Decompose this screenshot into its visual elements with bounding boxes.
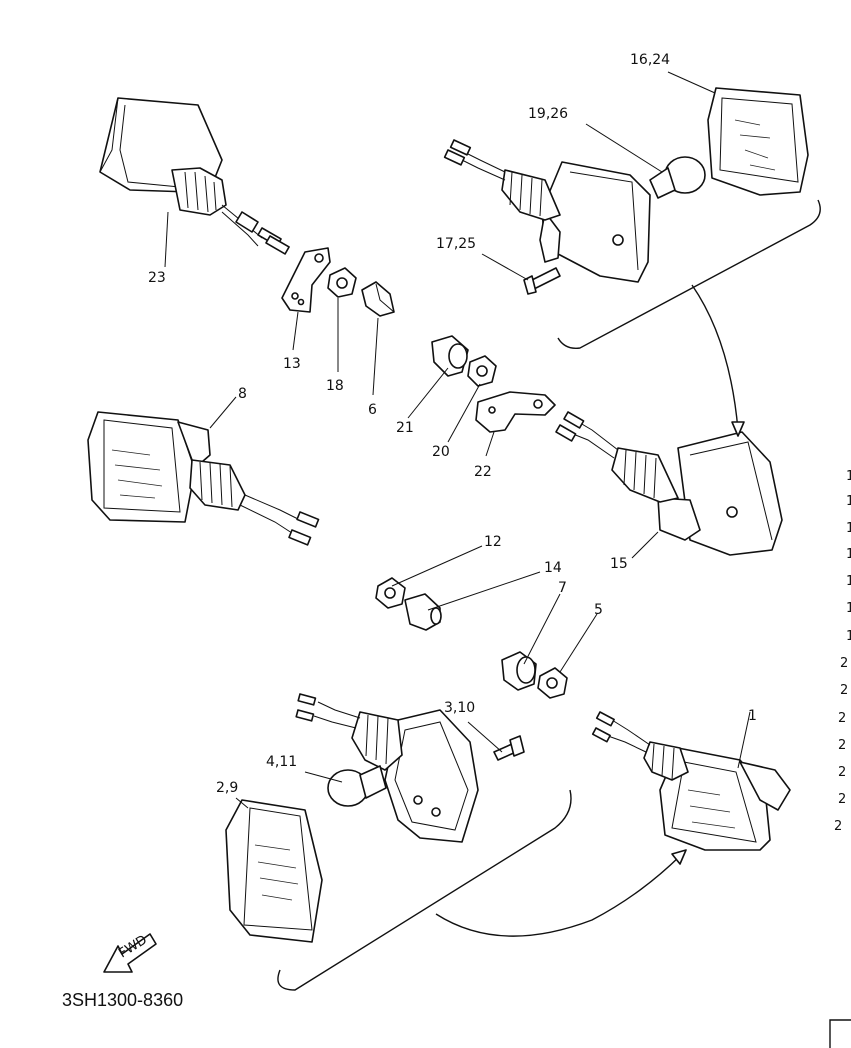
edge-number: 1: [846, 629, 851, 644]
screw-17: [523, 267, 561, 295]
turn-signal-front-left: [87, 411, 320, 546]
diagram-code: 3SH1300-8360: [62, 990, 183, 1010]
callout-7: 7: [558, 580, 567, 596]
callout-23: 23: [148, 270, 166, 286]
right-edge-number-column: 1 1 1 1 1 1 1 2 2 2 2 2 2 2: [834, 469, 851, 834]
nut-12: [375, 577, 406, 609]
corner-mark: [829, 1019, 851, 1048]
edge-number: 1: [846, 469, 851, 484]
edge-number: 2: [838, 792, 846, 807]
edge-number: 2: [834, 819, 842, 834]
nut-18: [327, 267, 357, 298]
screw-3: [493, 735, 525, 761]
callout-2-9: 2,9: [216, 780, 238, 796]
callout-15: 15: [610, 556, 628, 572]
arrow-to-1: [435, 855, 681, 937]
turn-signal-front-right: [555, 411, 783, 556]
bracket-13: [281, 247, 331, 313]
nut-20: [467, 355, 497, 387]
callout-16-24: 16,24: [630, 52, 670, 68]
lens-2: [225, 799, 323, 943]
edge-number: 1: [846, 494, 851, 509]
bracket-22: [475, 391, 556, 433]
edge-number: 1: [846, 521, 851, 536]
damper-21: [431, 335, 469, 377]
turn-signal-housing-lower: [295, 693, 479, 843]
callout-21: 21: [396, 420, 414, 436]
edge-number: 2: [838, 738, 846, 753]
callout-3-10: 3,10: [444, 700, 475, 716]
callout-19-26: 19,26: [528, 106, 568, 122]
edge-number: 1: [846, 601, 851, 616]
fwd-arrow-marker: FWD: [103, 933, 157, 973]
callout-22: 22: [474, 464, 492, 480]
callout-13: 13: [283, 356, 301, 372]
group-bracket-top-right: [557, 199, 821, 349]
callout-20: 20: [432, 444, 450, 460]
turn-signal-housing-top: [443, 139, 651, 283]
edge-number: 2: [840, 683, 848, 698]
nut-5: [537, 667, 568, 699]
group-bracket-bottom: [277, 789, 572, 991]
bulb-19: [649, 156, 706, 199]
arrow-top-to-15: [691, 284, 739, 431]
callout-8: 8: [238, 386, 247, 402]
edge-number: 2: [838, 711, 846, 726]
callout-17-25: 17,25: [436, 236, 476, 252]
callout-1: 1: [748, 708, 757, 724]
turn-signal-lens-16: [707, 87, 809, 196]
arrow-head-15: [731, 421, 745, 437]
edge-number: 2: [840, 656, 848, 671]
damper-14: [404, 593, 442, 631]
callout-18: 18: [326, 378, 344, 394]
edge-number: 1: [846, 547, 851, 562]
turn-signal-rear-right: [591, 711, 791, 851]
leader-lines: [164, 71, 751, 809]
arrow-head-1: [671, 849, 687, 865]
callout-5: 5: [594, 602, 603, 618]
edge-number: 1: [846, 574, 851, 589]
callout-14: 14: [544, 560, 562, 576]
callout-4-11: 4,11: [266, 754, 297, 770]
bulb-4: [327, 765, 387, 807]
turn-signal-rear-left: [99, 97, 290, 255]
edge-number: 2: [838, 765, 846, 780]
callout-12: 12: [484, 534, 502, 550]
damper-6: [361, 281, 395, 317]
damper-7: [501, 651, 537, 691]
callout-6: 6: [368, 402, 377, 418]
